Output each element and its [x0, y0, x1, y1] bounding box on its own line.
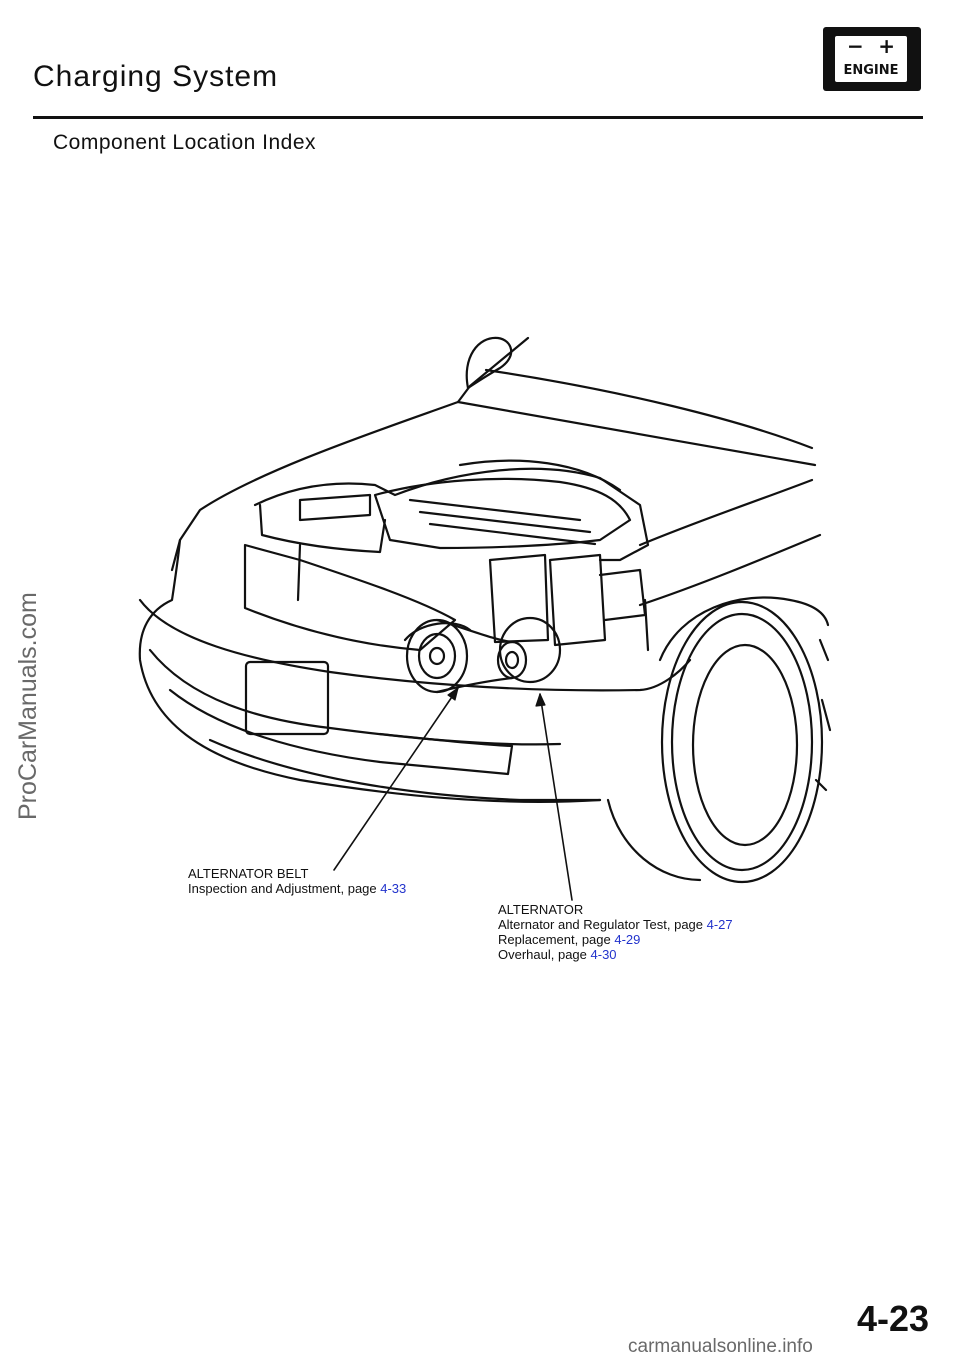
front-fender: [138, 538, 602, 803]
page-number: 4-23: [857, 1298, 930, 1339]
plus-terminal-icon: +: [878, 34, 895, 58]
bottom-watermark: carmanualsonline.info: [628, 1336, 813, 1357]
page-link[interactable]: 4-27: [706, 917, 733, 932]
callout-item: Alternator and Regulator Test, page 4-27: [498, 917, 733, 932]
battery-icon: − + ENGINE: [835, 34, 907, 82]
side-mirror: [465, 336, 513, 390]
callout-item: Inspection and Adjustment, page 4-33: [188, 881, 407, 896]
callout-alternator: ALTERNATOR Alternator and Regulator Test…: [498, 902, 733, 962]
engine-battery-badge: − + ENGINE: [823, 27, 921, 91]
page-link[interactable]: 4-29: [614, 932, 641, 947]
page-link[interactable]: 4-33: [380, 881, 407, 896]
hood-outline: [170, 336, 530, 572]
minus-terminal-icon: −: [847, 34, 864, 58]
side-watermark: ProCarManuals.com: [14, 592, 42, 820]
wheel: [660, 600, 824, 884]
battery-box: [488, 553, 550, 644]
callout-title: ALTERNATOR BELT: [188, 866, 309, 881]
engine-cover: [373, 477, 632, 550]
wheel-arch: [658, 596, 830, 662]
header-rule: [33, 116, 923, 119]
callout-item: Replacement, page 4-29: [498, 932, 641, 947]
badge-label: ENGINE: [843, 63, 899, 78]
callout-alternator-belt: ALTERNATOR BELT Inspection and Adjustmen…: [188, 866, 406, 896]
belt-leader-line: [333, 687, 459, 871]
hood-side-line: [638, 478, 814, 547]
headlight: [243, 543, 457, 652]
windshield-line: [484, 368, 814, 450]
page-title: Charging System: [33, 60, 279, 93]
front-bumper: [138, 598, 692, 692]
callout-item: Overhaul, page 4-30: [498, 947, 617, 962]
bumper-lower-lip: [208, 738, 602, 802]
alternator-leader-line: [539, 693, 573, 901]
callout-title: ALTERNATOR: [498, 902, 584, 917]
page-link[interactable]: 4-30: [590, 947, 617, 962]
license-plate: [244, 660, 330, 736]
alternator-body: [498, 616, 562, 684]
hood-front-edge: [456, 400, 817, 467]
section-subtitle: Component Location Index: [53, 131, 317, 154]
